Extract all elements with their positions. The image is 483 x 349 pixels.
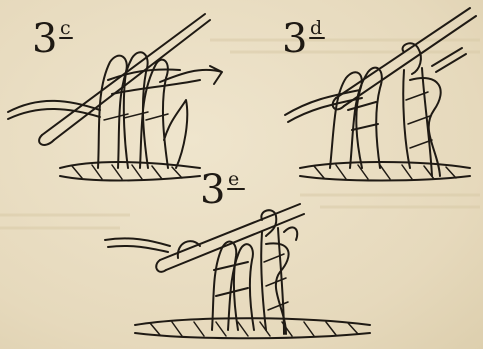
figure-3e-number: 3 [200,167,225,213]
figure-3c-letter: c [60,17,71,39]
figure-3d: 3 d [282,8,476,181]
figure-3c: 3 c [8,14,222,181]
figure-3d-number: 3 [282,16,307,62]
figure-3c-number: 3 [32,16,57,62]
background-bleed-through [0,40,480,228]
figure-3d-letter: d [310,17,322,39]
figure-3e-drawing [105,204,370,338]
figure-3e: 3 e [105,167,370,338]
figure-3e-letter: e [228,168,239,190]
